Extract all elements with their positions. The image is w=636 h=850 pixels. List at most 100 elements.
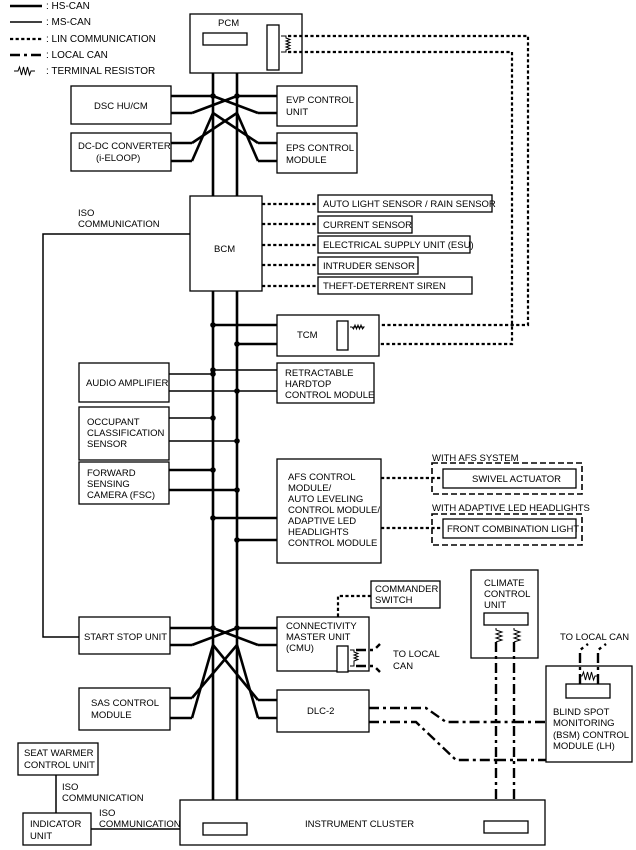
afs-label-1: AFS CONTROL [288,472,356,483]
bsm-label-2: MONITORING [553,718,615,729]
cmu-to-local-2: CAN [393,661,413,672]
pcm-lin-connector [266,24,280,71]
fsc-label-2: SENSING [87,479,130,490]
dlc2-label: DLC-2 [307,706,334,717]
iso-bcm-1: ISO [78,208,94,219]
front-comb-label: FRONT COMBINATION LIGHT [447,524,579,535]
left-devices: AUDIO AMPLIFIER OCCUPANT CLASSIFICATION … [78,362,240,505]
seat-warmer-box [17,742,99,776]
swivel-label: SWIVEL ACTUATOR [472,474,561,485]
climate-label-3: UNIT [484,600,506,611]
eps-box [276,132,358,174]
iso-ind-1: ISO [99,808,115,819]
dcdc-label-1: DC-DC CONVERTER [78,141,171,152]
auto-light-label: AUTO LIGHT SENSOR / RAIN SENSOR [323,199,496,210]
sas-box [78,687,171,731]
sas-label-1: SAS CONTROL [91,698,159,709]
upper-crossovers: DSC HU/CM EVP CONTROL UNIT DC-DC CONVERT… [70,85,358,174]
ic-local-connector [483,820,529,834]
dsc-label: DSC HU/CM [94,101,148,112]
indicator-label-1: INDICATOR [30,819,82,830]
cmu-label-3: (CMU) [286,643,314,654]
dsc-box [70,85,172,125]
instrument-cluster: INSTRUMENT CLUSTER [179,799,546,846]
hardtop-label-3: CONTROL MODULE [285,390,374,401]
with-adaptive-label: WITH ADAPTIVE LED HEADLIGHTS [432,503,590,514]
climate-label-2: CONTROL [484,589,530,600]
bsm-to-local: TO LOCAL CAN [560,632,629,643]
hardtop-module: RETRACTABLE HARDTOP CONTROL MODULE [210,362,375,404]
lower-crossovers: START STOP UNIT SAS CONTROL MODULE DLC-2 [78,616,370,733]
tcm-label: TCM [297,330,318,341]
iso-seat-1: ISO [62,782,78,793]
seat-indicator: SEAT WARMER CONTROL UNIT ISO COMMUNICATI… [17,742,181,846]
occupant-label-3: SENSOR [87,439,127,450]
climate-connector [483,612,529,626]
eps-label-2: MODULE [286,155,327,166]
bsm-label-1: BLIND SPOT [553,707,610,718]
hardtop-label-1: RETRACTABLE [285,368,353,379]
commander-switch: COMMANDER SWITCH [336,580,441,617]
eps-label-1: EPS CONTROL [286,143,354,154]
afs-label-3: AUTO LEVELING [288,494,363,505]
cmu-module: CONNECTIVITY MASTER UNIT (CMU) TO LOCAL … [276,616,440,673]
evp-box [276,85,358,127]
pcm-label: PCM [218,18,239,29]
climate-bsm: CLIMATE CONTROL UNIT BLIND SPOT MONITORI… [369,569,633,817]
pcm-module: PCM [189,13,303,74]
audio-amp-label: AUDIO AMPLIFIER [86,378,168,389]
intruder-label: INTRUDER SENSOR [323,261,415,272]
with-afs-label: WITH AFS SYSTEM [432,453,519,464]
dcdc-label-2: (i-ELOOP) [96,153,140,164]
indicator-label-2: UNIT [30,831,52,842]
hs-can-bus [203,37,247,832]
legend-ms-can: : MS-CAN [46,17,91,28]
cmu-label-2: MASTER UNIT [286,632,351,643]
climate-label-1: CLIMATE [484,578,524,589]
seat-warmer-label-1: SEAT WARMER [24,748,94,759]
legend-lin: : LIN COMMUNICATION [46,34,156,45]
esu-label: ELECTRICAL SUPPLY UNIT (ESU) [323,240,474,251]
sas-label-2: MODULE [91,710,132,721]
bsm-box [545,665,633,763]
afs-label-6: HEADLIGHTS [288,527,349,538]
bsm-label-4: MODULE (LH) [553,741,615,752]
commander-label-2: SWITCH [375,595,413,606]
pcm-connector [202,32,248,46]
tcm-module: TCM [210,314,380,357]
iso-seat-2: COMMUNICATION [62,793,144,804]
fsc-box [78,461,170,505]
evp-label-1: EVP CONTROL [286,95,354,106]
iso-bcm-start-stop: ISO COMMUNICATION [42,208,190,638]
afs-label-5: ADAPTIVE LED [288,516,356,527]
legend-terminal-resistor: : TERMINAL RESISTOR [46,66,155,77]
fsc-label-1: FORWARD [87,468,136,479]
afs-label-7: CONTROL MODULE [288,538,377,549]
cmu-to-local-1: TO LOCAL [393,649,440,660]
dcdc-box [70,132,172,172]
iso-bcm-2: COMMUNICATION [78,219,160,230]
afs-module: AFS CONTROL MODULE/ AUTO LEVELING CONTRO… [210,453,590,564]
occupant-label-2: CLASSIFICATION [87,428,165,439]
bsm-label-3: (BSM) CONTROL [553,730,629,741]
audio-amp-box [78,362,170,403]
terminal-resistor-icon [14,65,35,77]
lin-pcm-tcm [288,34,530,346]
afs-label-2: MODULE/ [288,483,332,494]
tcm-connector [336,320,349,351]
start-stop-label: START STOP UNIT [84,632,167,643]
legend-local-can: : LOCAL CAN [46,50,108,61]
bcm-label: BCM [214,244,235,255]
iso-ind-2: COMMUNICATION [99,819,181,830]
dlc2-box [276,689,370,733]
afs-label-4: CONTROL MODULE/ [288,505,380,516]
siren-label: THEFT-DETERRENT SIREN [323,281,446,292]
occupant-label-1: OCCUPANT [87,417,140,428]
cmu-connector [336,645,349,673]
commander-label-1: COMMANDER [375,584,438,595]
occupant-box [78,406,170,461]
bcm-lin-devices: AUTO LIGHT SENSOR / RAIN SENSOR CURRENT … [262,194,496,295]
evp-label-2: UNIT [286,107,308,118]
fsc-label-3: CAMERA (FSC) [87,490,155,501]
